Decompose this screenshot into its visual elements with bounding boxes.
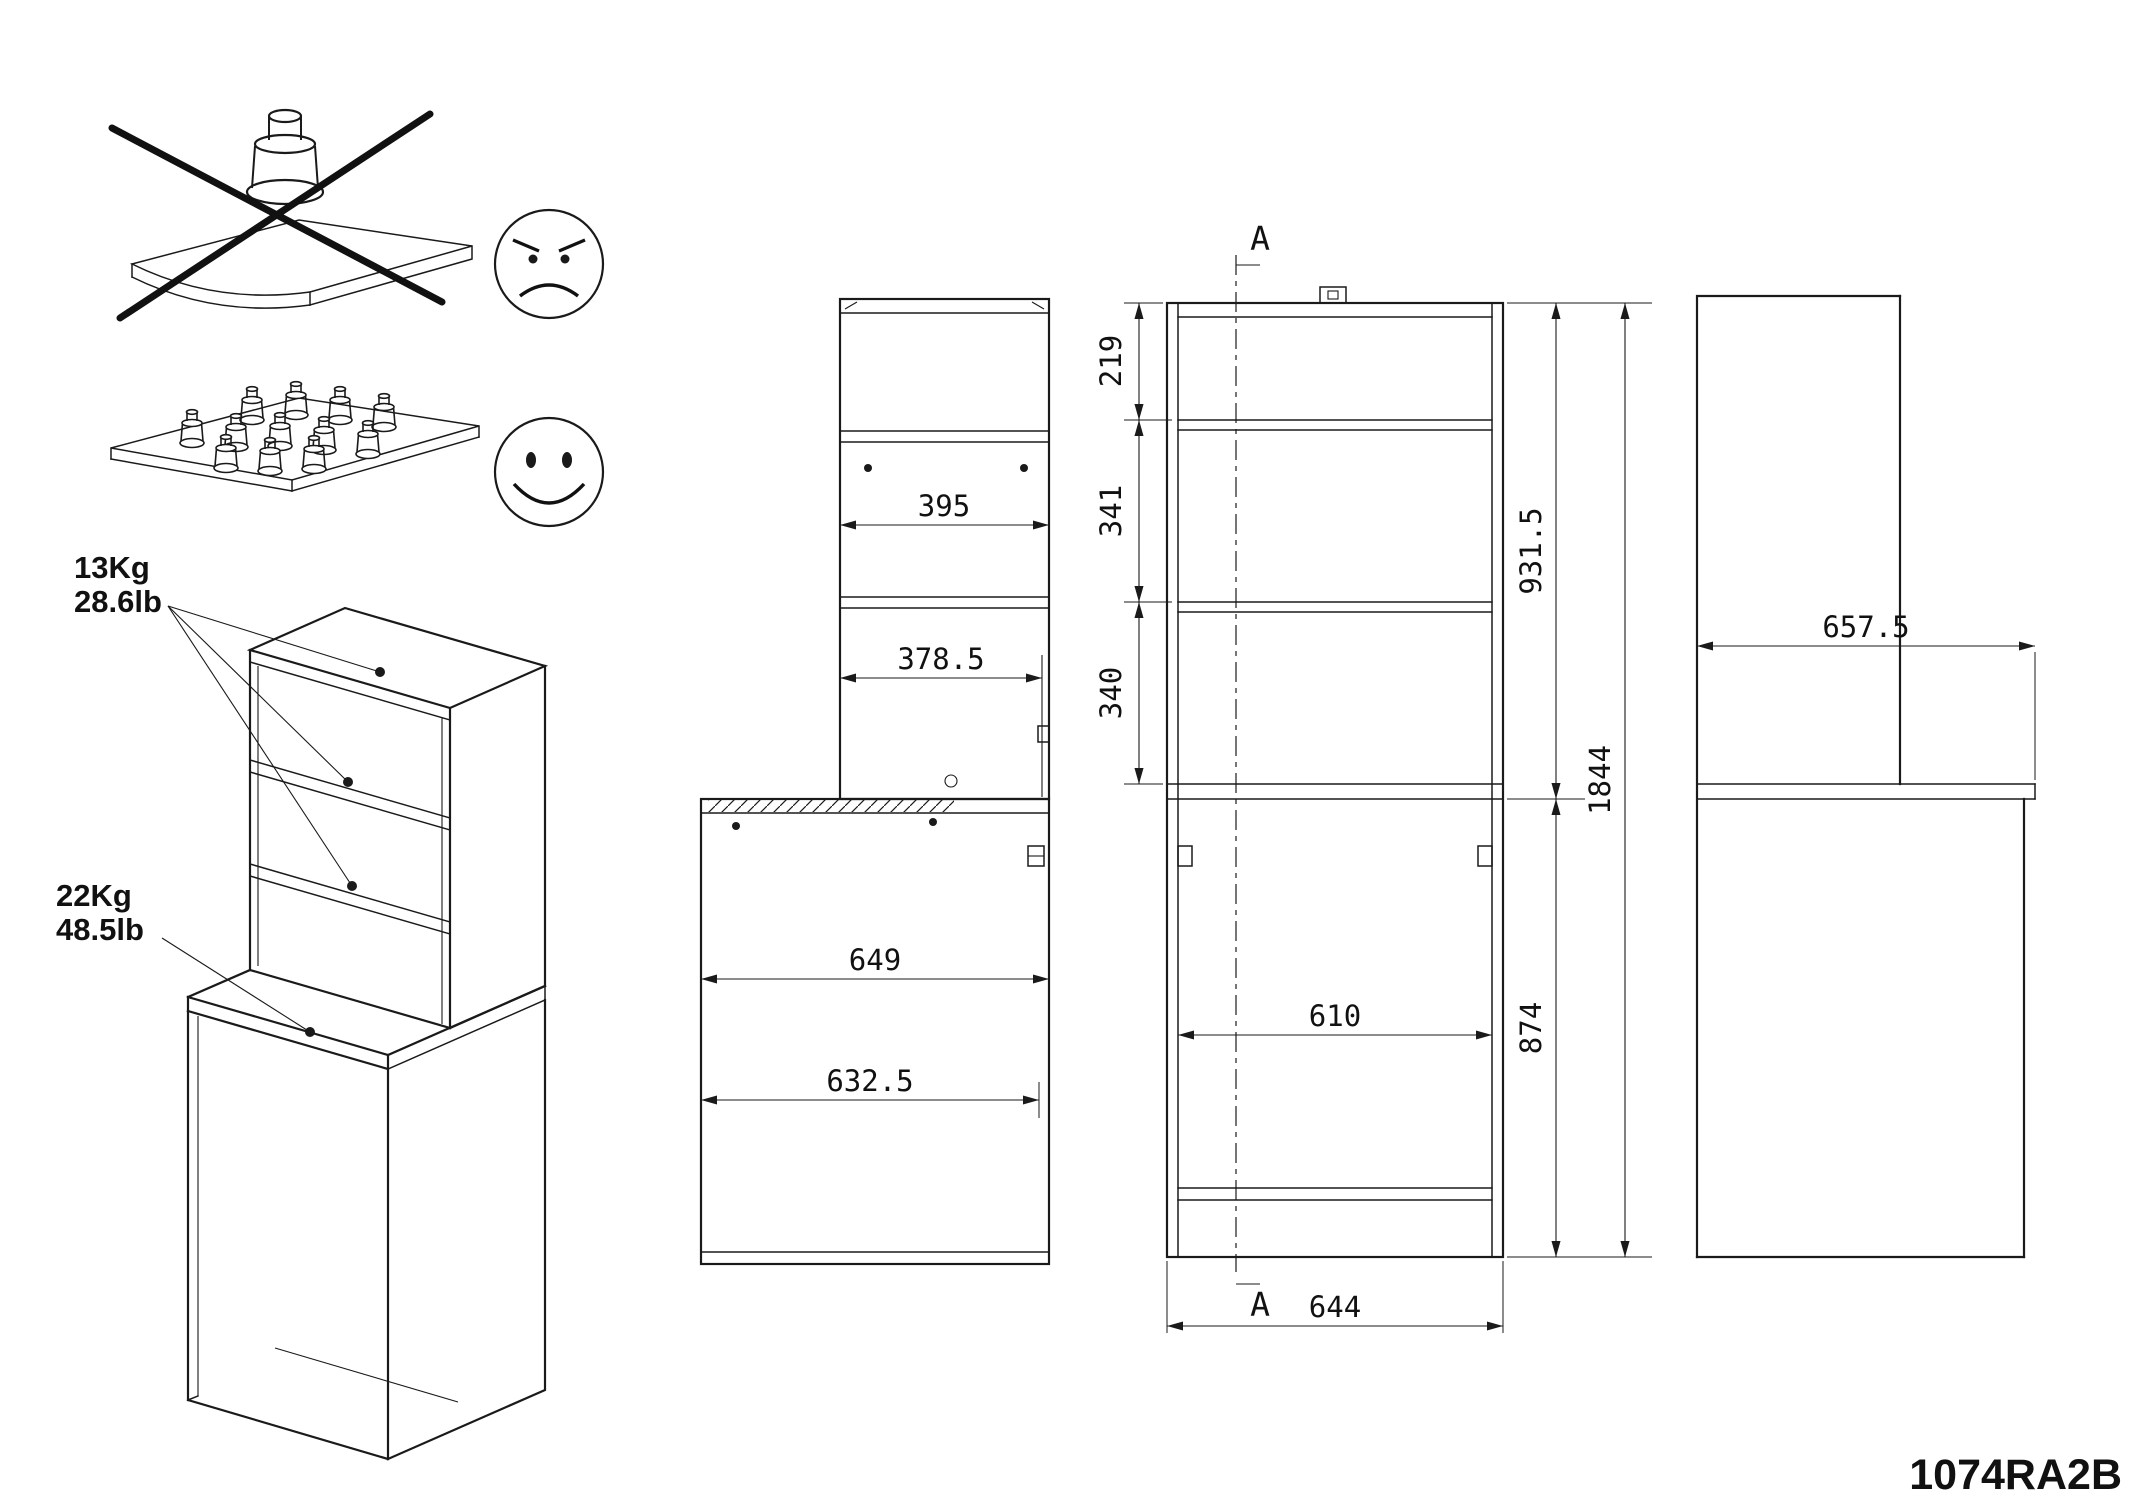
hinge-right: [1477, 845, 1493, 867]
hinge-left: [1177, 845, 1193, 867]
dim-desk-height: 874: [1514, 1002, 1548, 1054]
angry-face-icon: [493, 208, 605, 320]
desk-load-kg: 22Kg: [56, 878, 132, 913]
side-view: 395 378.5 649 632.5: [699, 297, 1051, 1266]
section-marker-bottom: A: [1250, 1285, 1270, 1324]
weight-limit-label-desk: 22Kg 48.5lb: [56, 878, 144, 947]
happy-face-icon: [493, 416, 605, 528]
dim-hutch-height: 931.5: [1514, 507, 1548, 594]
dim-inner-width: 610: [1309, 999, 1361, 1033]
isometric-view: 13Kg 28.6lb 22Kg 48.5lb: [56, 550, 549, 1461]
dim-shelf-width: 395: [918, 489, 970, 523]
dim-lower-section: 340: [1094, 667, 1128, 719]
desk-load-lb: 48.5lb: [56, 912, 144, 947]
small-weights-icon: [179, 380, 397, 477]
dim-desk-depth-inner: 632.5: [826, 1064, 913, 1098]
dim-mid-section: 341: [1094, 485, 1128, 537]
weight-limit-label-hutch: 13Kg 28.6lb: [74, 550, 162, 619]
dim-total-height: 1844: [1583, 745, 1617, 815]
front-view: A A 219 341 340 931.5 874 1844 610 644: [1094, 219, 1652, 1333]
dim-overall-width: 644: [1309, 1290, 1361, 1324]
cross-out-icon: [108, 110, 446, 322]
hutch-load-lb: 28.6lb: [74, 584, 162, 619]
rear-view: 657.5: [1695, 294, 2036, 1259]
section-line: A A: [1235, 219, 1270, 1324]
dim-shelf-depth-inner: 378.5: [897, 642, 984, 676]
distributed-load-ok: [110, 380, 605, 528]
point-load-warning: [108, 108, 605, 322]
heavy-weight-icon: [245, 108, 325, 206]
dim-top-section: 219: [1094, 335, 1128, 387]
part-number: 1074RA2B: [1909, 1451, 2122, 1499]
dim-overall-depth: 657.5: [1822, 610, 1909, 644]
dim-desk-depth: 649: [849, 943, 901, 977]
hutch-load-kg: 13Kg: [74, 550, 150, 585]
section-marker-top: A: [1250, 219, 1270, 258]
top-connector-fitting: [1319, 286, 1347, 304]
